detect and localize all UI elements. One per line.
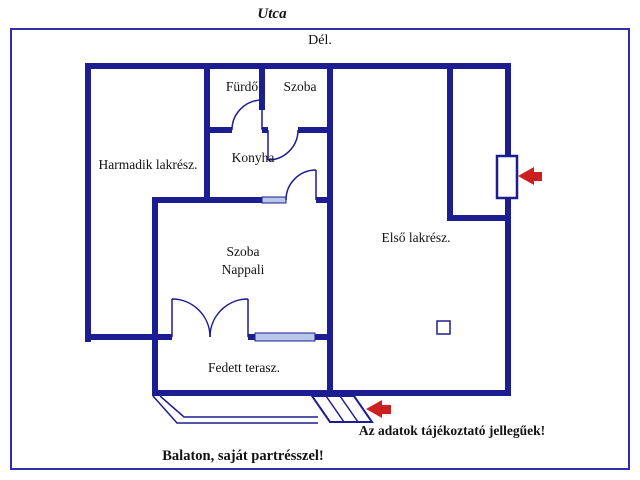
door-bathroom-icon [231, 99, 263, 131]
walls [85, 63, 511, 396]
windows [254, 154, 519, 342]
wall-bottom-outer [152, 390, 511, 396]
wall-thirdunit-bottom [85, 334, 158, 340]
door-kitchen-bottom-icon [285, 169, 317, 201]
label-living-1: Szoba [226, 244, 260, 259]
plot-boundary [10, 28, 630, 470]
label-terrace: Fedett terasz. [208, 360, 280, 375]
tagline-text: Balaton, saját partrésszel! [162, 448, 324, 464]
doors [171, 99, 317, 338]
wall-topright-vertical [447, 63, 453, 221]
label-living-2: Nappali [221, 262, 265, 277]
terrace-edge-outer-line [152, 395, 318, 424]
wall-kitchen-bottom-left [152, 197, 262, 203]
wall-living-bottom-c [315, 334, 333, 340]
wall-bath-bottom-post [262, 127, 268, 133]
stairs [310, 395, 374, 423]
window-arrow-icon [518, 167, 542, 185]
wall-middle-vertical [327, 63, 333, 396]
label-first-unit: Első lakrész. [381, 230, 451, 245]
wall-topright-horizontal [447, 215, 511, 221]
wall-right-outer [505, 63, 511, 396]
column-symbol-icon [436, 320, 451, 335]
wall-living-bottom-a [158, 334, 172, 340]
door-kitchen-top-icon [267, 129, 299, 161]
wall-living-bottom-b [248, 334, 255, 340]
wall-kitchen-bottom-right [316, 197, 333, 203]
french-door-left-icon [171, 298, 211, 338]
wall-living-left [152, 197, 158, 396]
wall-left-outer [85, 63, 91, 342]
disclaimer-text: Az adatok tájékoztató jellegűek! [358, 423, 546, 438]
window-living-icon [254, 332, 316, 342]
window-kitchen-icon [261, 196, 287, 204]
wall-bath-bottom-left [204, 127, 232, 133]
wall-room-bottom-right [298, 127, 333, 133]
label-room-top: Szoba [283, 79, 317, 94]
street-label: Utca [257, 6, 287, 22]
wall-top-outer [85, 63, 511, 69]
south-label: Dél. [308, 33, 332, 48]
wall-bath-room-divider [259, 63, 265, 110]
french-door-right-icon [209, 298, 249, 338]
terrace-edge [152, 395, 318, 424]
label-third-unit: Harmadik lakrész. [98, 157, 198, 172]
stairs-arrow-icon [366, 400, 391, 418]
terrace-edge-inner-line [159, 395, 318, 418]
label-kitchen: Konyha [231, 150, 275, 165]
window-right-wall-icon [495, 154, 519, 200]
label-bathroom: Fürdő [225, 79, 259, 94]
stairs-step-lines [325, 395, 359, 423]
entrance-arrows [366, 167, 542, 418]
